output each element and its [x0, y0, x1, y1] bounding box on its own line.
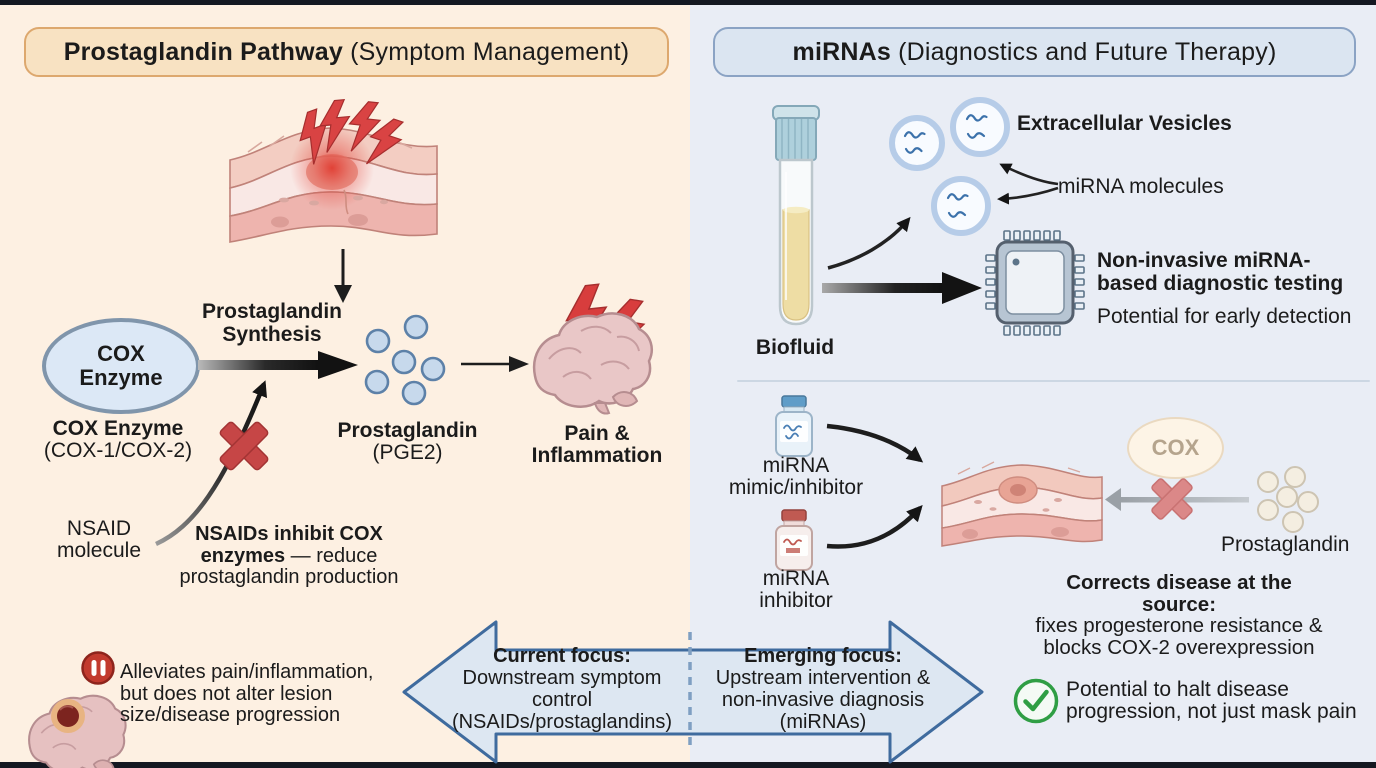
left-title: Prostaglandin Pathway (Symptom Managemen… — [63, 37, 630, 66]
vesicle-icon — [950, 97, 1010, 157]
test-tube-icon — [772, 105, 820, 326]
cox-faded-ellipse: COX — [1127, 417, 1224, 479]
bottom-frame-bar — [0, 762, 1376, 768]
target-tissue-illustration — [941, 461, 1103, 547]
vesicles-cluster — [889, 97, 1010, 236]
pge-to-brain-arrow-icon — [461, 356, 529, 372]
left-title-box: Prostaglandin Pathway (Symptom Managemen… — [24, 27, 669, 77]
vesicle-icon — [889, 115, 945, 171]
blocked-x-icon — [1151, 478, 1193, 520]
vesicle-icon — [931, 176, 991, 236]
right-title-box: miRNAs (Diagnostics and Future Therapy) — [713, 27, 1356, 77]
biofluid-label: Biofluid — [755, 336, 835, 359]
nsaid-note: NSAIDs inhibit COX enzymes — reduce pros… — [179, 523, 399, 588]
focus-double-arrow — [402, 620, 984, 764]
pge-molecule-cluster — [364, 314, 446, 406]
pain-caption: Pain &Inflammation — [531, 422, 663, 467]
check-icon — [1013, 678, 1059, 724]
chip-icon — [985, 230, 1085, 336]
diagnostic-subtext: Potential for early detection — [1097, 305, 1352, 328]
vial-inhibitor-icon — [775, 509, 813, 571]
left-outcome-text: Alleviates pain/inflammation, but does n… — [120, 661, 374, 726]
mirna-pointer-arrows — [997, 163, 1059, 205]
right-section-divider — [737, 380, 1370, 382]
brain-illustration — [532, 282, 653, 415]
mirna-molecules-label: miRNA molecules — [1058, 175, 1224, 198]
inhibition-x-icon — [219, 421, 269, 471]
emerging-focus-text: Emerging focus:Upstream intervention & n… — [715, 645, 931, 733]
prostaglandin-faded-cluster — [1257, 466, 1319, 533]
diagnostic-text: Non-invasive miRNA-based diagnostic test… — [1097, 249, 1344, 295]
right-outcome-text: Potential to halt disease progression, n… — [1066, 678, 1357, 723]
inflamed-tissue-illustration — [229, 98, 438, 243]
pge-caption: Prostaglandin(PGE2) — [337, 419, 478, 464]
outcome-brain-icon — [28, 651, 127, 768]
vesicles-label: Extracellular Vesicles — [1017, 112, 1232, 135]
nsaid-inhibition-arrow-icon — [155, 380, 269, 547]
current-focus-text: Current focus:Downstream symptom control… — [451, 645, 673, 733]
synthesis-arrow-icon — [198, 351, 358, 379]
vial-mimic-icon — [775, 395, 813, 457]
blocked-arrow-icon — [1105, 478, 1249, 520]
down-arrow-icon — [334, 249, 352, 303]
corrects-text: Corrects disease at the source:fixes pro… — [1035, 571, 1323, 659]
cox-caption: COX Enzyme(COX-1/COX-2) — [43, 417, 193, 462]
top-frame-bar — [0, 0, 1376, 5]
prostaglandin-faded-label: Prostaglandin — [1221, 533, 1350, 556]
tube-to-vesicles-arrow-icon — [827, 216, 911, 270]
tube-to-chip-arrow-icon — [822, 272, 982, 304]
vial-arrows — [826, 423, 924, 549]
right-title: miRNAs (Diagnostics and Future Therapy) — [792, 37, 1277, 66]
pause-icon — [81, 651, 115, 685]
